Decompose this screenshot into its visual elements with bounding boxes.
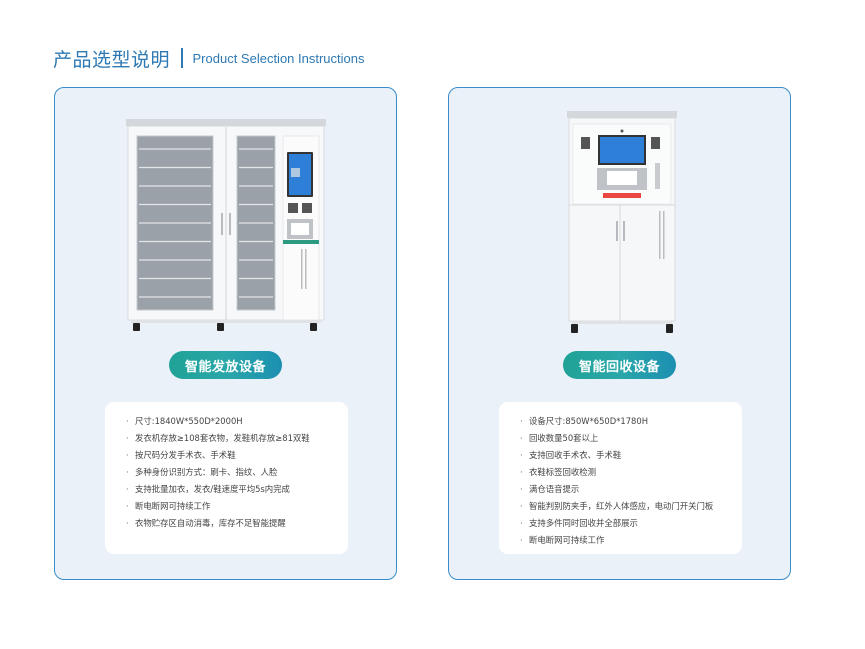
recycling-spec-list: 设备尺寸:850W*650D*1780H 回收数量50套以上 支持回收手术衣、手…: [499, 402, 742, 554]
spec-item: 衣物贮存区自动消毒，库存不足智能提醒: [126, 515, 348, 532]
spec-item: 尺寸:1840W*550D*2000H: [126, 413, 348, 430]
page-title-zh: 产品选型说明: [53, 48, 171, 71]
spec-item: 设备尺寸:850W*650D*1780H: [520, 413, 742, 430]
spec-item: 按尺码分发手术衣、手术鞋: [126, 447, 348, 464]
page-title-en: Product Selection Instructions: [192, 50, 365, 66]
recycling-device-label: 智能回收设备: [563, 351, 676, 379]
spec-item: 多种身份识别方式：刷卡、指纹、人脸: [126, 464, 348, 481]
spec-item: 支持批量加衣，发衣/鞋速度平均5s内完成: [126, 481, 348, 498]
spec-item: 支持回收手术衣、手术鞋: [520, 447, 742, 464]
spec-item: 满仓语音提示: [520, 481, 742, 498]
spec-item: 支持多件同时回收并全部展示: [520, 515, 742, 532]
dispensing-device-label: 智能发放设备: [169, 351, 282, 379]
spec-item: 回收数量50套以上: [520, 430, 742, 447]
spec-item: 智能判别防夹手，红外人体感应，电动门开关门板: [520, 498, 742, 515]
recycling-machine-image: [567, 111, 677, 333]
spec-item: 发衣机存放≥108套衣物，发鞋机存放≥81双鞋: [126, 430, 348, 447]
dispensing-spec-list: 尺寸:1840W*550D*2000H 发衣机存放≥108套衣物，发鞋机存放≥8…: [105, 402, 348, 554]
spec-item: 断电断网可持续工作: [520, 532, 742, 549]
recycling-device-card: 智能回收设备 设备尺寸:850W*650D*1780H 回收数量50套以上 支持…: [448, 87, 791, 580]
page-header: 产品选型说明 Product Selection Instructions: [53, 44, 365, 72]
dispensing-machine-image: [126, 119, 326, 331]
spec-item: 断电断网可持续工作: [126, 498, 348, 515]
dispensing-device-card: 智能发放设备 尺寸:1840W*550D*2000H 发衣机存放≥108套衣物，…: [54, 87, 397, 580]
title-divider: [181, 48, 183, 68]
spec-item: 衣鞋标签回收检测: [520, 464, 742, 481]
